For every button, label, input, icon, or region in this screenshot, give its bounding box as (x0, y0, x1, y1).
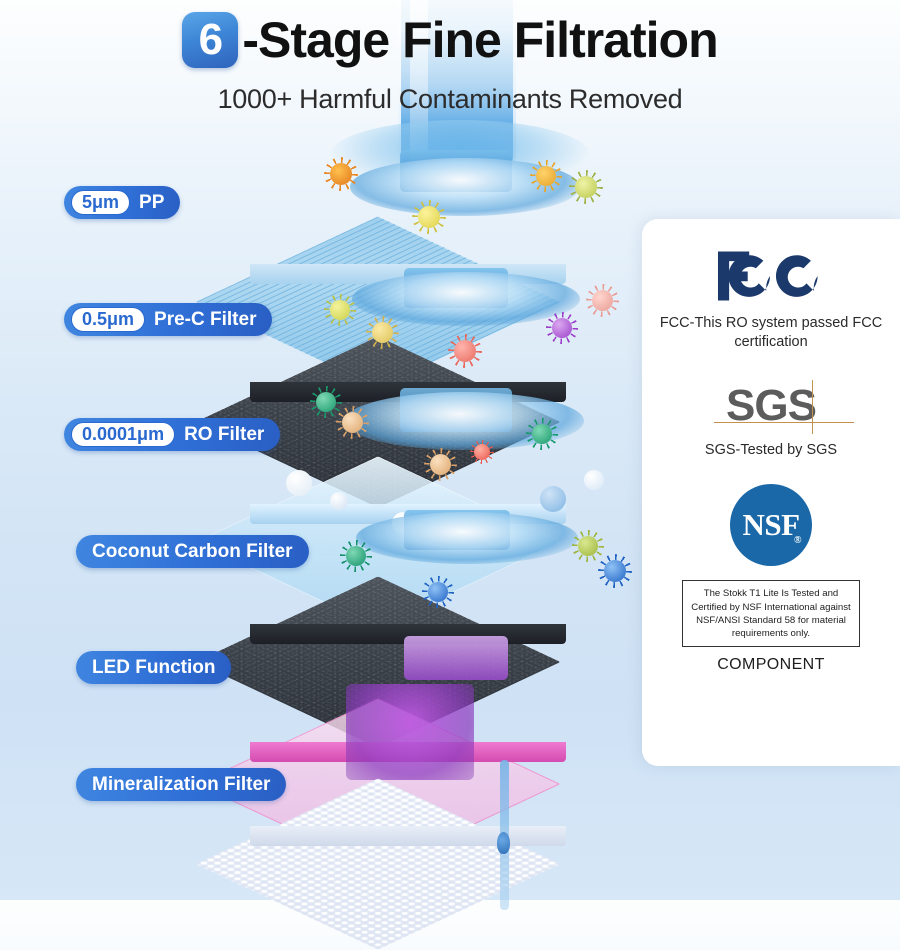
nsf-logo-text: NSF (742, 507, 800, 543)
contaminant-particle (454, 340, 476, 362)
contaminant-particle (592, 290, 613, 311)
fcc-icon (654, 245, 888, 307)
micron-value-pre-c: 0.5μm (71, 307, 146, 332)
led-water (404, 636, 508, 680)
stage-name-mineralization: Mineralization Filter (92, 773, 271, 795)
stage-label-pre-c: 0.5μm Pre-C Filter (64, 303, 273, 336)
contaminant-particle (552, 318, 572, 338)
filtration-diagram (0, 0, 900, 900)
sgs-vertical-rule (812, 380, 813, 435)
contaminant-particle (575, 176, 597, 198)
contaminant-particle (342, 412, 363, 433)
sgs-logo-text: SGS (726, 381, 817, 431)
micron-value-ro: 0.0001μm (71, 422, 176, 447)
stage-name-coconut-carbon: Coconut Carbon Filter (92, 540, 293, 562)
water-droplet (497, 832, 510, 854)
stage-label-ro: 0.0001μm RO Filter (64, 418, 281, 451)
stage-label-mineralization: Mineralization Filter (76, 768, 287, 801)
sgs-caption: SGS-Tested by SGS (704, 442, 838, 459)
sgs-horizontal-rule (714, 422, 854, 424)
stage-name-led: LED Function (92, 656, 216, 678)
header: 6 -Stage Fine Filtration 1000+ Harmful C… (0, 0, 900, 115)
stage-name-pp: PP (139, 191, 165, 213)
micron-value-pp: 5μm (71, 190, 131, 215)
nsf-statement-box: The Stokk T1 Lite Is Tested and Certifie… (682, 580, 860, 648)
contaminant-particle (372, 322, 393, 343)
bubble (330, 492, 348, 510)
nsf-component-label: COMPONENT (717, 656, 825, 674)
sgs-icon: SGS (654, 378, 888, 435)
certification-fcc: FCC-This RO system passed FCC certificat… (642, 245, 900, 352)
stage-label-coconut-carbon: Coconut Carbon Filter (76, 535, 309, 568)
contaminant-particle (604, 560, 626, 582)
contaminant-particle (474, 444, 490, 460)
contaminant-particle (330, 300, 350, 320)
stage-name-pre-c: Pre-C Filter (154, 308, 257, 330)
contaminant-particle (428, 582, 448, 602)
certification-sgs: SGS SGS-Tested by SGS (642, 378, 900, 460)
nsf-registered-mark: ® (794, 535, 801, 547)
stage-count-badge: 6 (182, 12, 239, 68)
certification-nsf: NSF ® The Stokk T1 Lite Is Tested and Ce… (642, 484, 900, 674)
bubble (286, 470, 312, 496)
led-glow (346, 684, 474, 780)
contaminant-particle (316, 392, 336, 412)
filter-layer-mineralization (195, 714, 588, 950)
contaminant-particle (346, 546, 366, 566)
title-row: 6 -Stage Fine Filtration (0, 12, 900, 68)
contaminant-particle (578, 536, 598, 556)
bubble (540, 486, 566, 512)
filter-layer-led (195, 634, 588, 870)
certification-panel: FCC-This RO system passed FCC certificat… (642, 219, 900, 766)
contaminant-particle (536, 166, 556, 186)
coconut-carbon-splash (356, 512, 578, 564)
contaminant-particle (418, 206, 440, 228)
page-title: -Stage Fine Filtration (242, 12, 718, 68)
stage-label-pp: 5μm PP (64, 186, 181, 219)
stage-name-ro: RO Filter (184, 423, 265, 445)
bubble (584, 470, 604, 490)
stage-label-led: LED Function (76, 651, 232, 684)
page-subtitle: 1000+ Harmful Contaminants Removed (217, 84, 683, 114)
mineralization-edge (250, 826, 566, 846)
fcc-caption: FCC-This RO system passed FCC certificat… (659, 315, 883, 351)
contaminant-particle (430, 454, 451, 475)
nsf-icon: NSF ® (730, 484, 812, 567)
contaminant-particle (532, 424, 552, 444)
contaminant-particle (330, 163, 352, 185)
